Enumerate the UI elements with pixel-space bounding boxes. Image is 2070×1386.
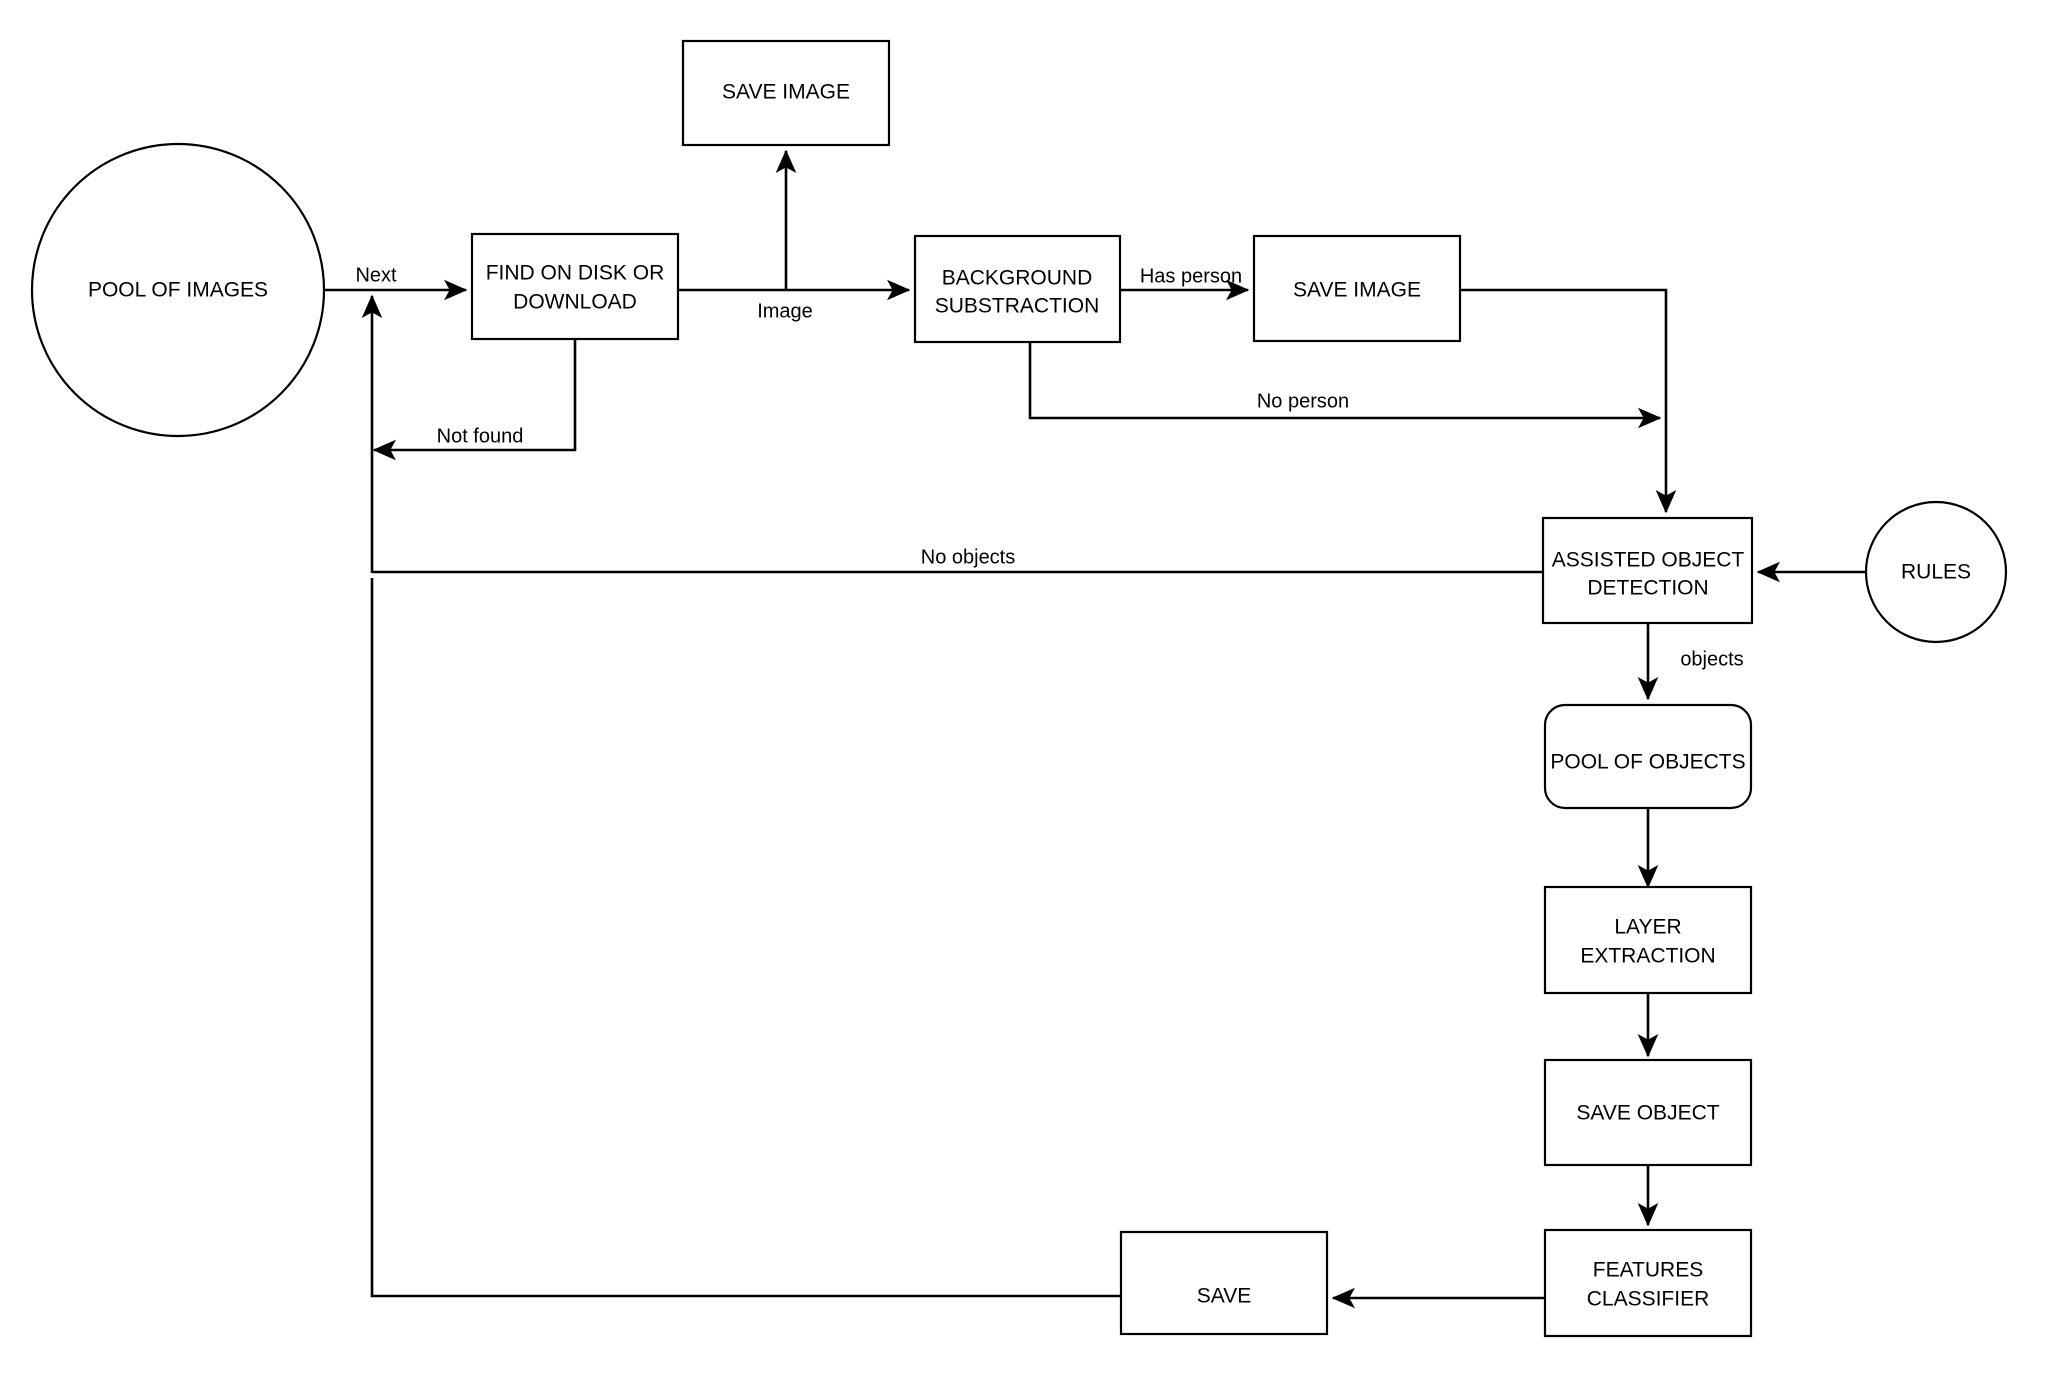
assisted-object-detection-label-line1: ASSISTED OBJECT xyxy=(1552,549,1745,572)
edge-not-found: Not found xyxy=(372,339,577,461)
save-object-label: SAVE OBJECT xyxy=(1576,1102,1719,1125)
node-rules[interactable]: RULES xyxy=(1864,500,2008,644)
edge-save-to-pool-line xyxy=(370,578,1121,1298)
edge-label-no-person: No person xyxy=(1257,390,1349,412)
pool-of-objects-rect[interactable] xyxy=(1543,703,1753,810)
layer-extraction-label-line1: LAYER xyxy=(1614,916,1681,939)
edge-save-image-to-detection xyxy=(1459,288,1677,514)
save-image-top-label: SAVE IMAGE xyxy=(722,81,850,104)
pool-of-images-circle[interactable] xyxy=(30,142,326,438)
edge-not-found-line xyxy=(372,339,577,461)
save-rect[interactable] xyxy=(1119,1230,1329,1336)
edge-no-person-line xyxy=(1028,342,1662,429)
save-image-top-rect[interactable] xyxy=(681,39,891,147)
edge-objects: objects xyxy=(1637,622,1744,701)
save-image-right-label: SAVE IMAGE xyxy=(1293,279,1421,302)
edge-no-person: No person xyxy=(1028,342,1662,429)
edge-save-to-pool xyxy=(370,578,1121,1298)
node-save-object[interactable]: SAVE OBJECT xyxy=(1543,1058,1753,1167)
save-object-rect[interactable] xyxy=(1543,1058,1753,1167)
assisted-object-detection-rect[interactable] xyxy=(1541,516,1754,625)
node-save-image-right[interactable]: SAVE IMAGE xyxy=(1252,234,1462,343)
edge-label-next: Next xyxy=(355,264,397,286)
rules-circle[interactable] xyxy=(1864,500,2008,644)
layer-extraction-rect[interactable] xyxy=(1543,885,1753,995)
edge-label-image: Image xyxy=(757,300,813,322)
edge-label-not-found: Not found xyxy=(437,425,524,447)
features-classifier-rect[interactable] xyxy=(1543,1228,1753,1338)
find-on-disk-label-line2: DOWNLOAD xyxy=(513,291,637,314)
save-image-right-rect[interactable] xyxy=(1252,234,1462,343)
edge-label-no-objects: No objects xyxy=(921,546,1016,568)
features-classifier-label-line1: FEATURES xyxy=(1593,1259,1703,1282)
edge-label-objects: objects xyxy=(1680,648,1743,670)
background-substraction-label-line1: BACKGROUND xyxy=(942,267,1093,290)
save-label: SAVE xyxy=(1197,1285,1251,1308)
node-save-image-top[interactable]: SAVE IMAGE xyxy=(681,39,891,147)
node-pool-of-objects[interactable]: POOL OF OBJECTS xyxy=(1543,703,1753,810)
layer-extraction-label-line2: EXTRACTION xyxy=(1580,945,1715,968)
background-substraction-rect[interactable] xyxy=(913,234,1122,344)
pool-of-objects-label: POOL OF OBJECTS xyxy=(1550,751,1745,774)
node-layer-extraction[interactable]: LAYER EXTRACTION xyxy=(1543,885,1753,995)
node-assisted-object-detection[interactable]: ASSISTED OBJECT DETECTION xyxy=(1541,516,1754,625)
rules-label: RULES xyxy=(1901,561,1971,584)
node-find-on-disk[interactable]: FIND ON DISK OR DOWNLOAD xyxy=(470,232,680,341)
pool-of-images-label: POOL OF IMAGES xyxy=(88,279,268,302)
background-substraction-label-line2: SUBSTRACTION xyxy=(935,295,1100,318)
edge-image: Image xyxy=(678,279,911,322)
node-features-classifier[interactable]: FEATURES CLASSIFIER xyxy=(1543,1228,1753,1338)
edge-no-objects: No objects xyxy=(372,546,1543,574)
assisted-object-detection-label-line2: DETECTION xyxy=(1587,577,1708,600)
edge-next: Next xyxy=(325,264,468,301)
node-pool-of-images[interactable]: POOL OF IMAGES xyxy=(30,142,326,438)
node-background-substraction[interactable]: BACKGROUND SUBSTRACTION xyxy=(913,234,1122,344)
find-on-disk-label-line1: FIND ON DISK OR xyxy=(486,262,665,285)
features-classifier-label-line2: CLASSIFIER xyxy=(1587,1288,1710,1311)
node-save[interactable]: SAVE xyxy=(1119,1230,1329,1336)
find-on-disk-rect[interactable] xyxy=(470,232,680,341)
edge-has-person: Has person xyxy=(1120,265,1250,301)
edge-save-image-to-detection-line xyxy=(1459,288,1677,514)
edge-label-has-person: Has person xyxy=(1140,265,1242,287)
